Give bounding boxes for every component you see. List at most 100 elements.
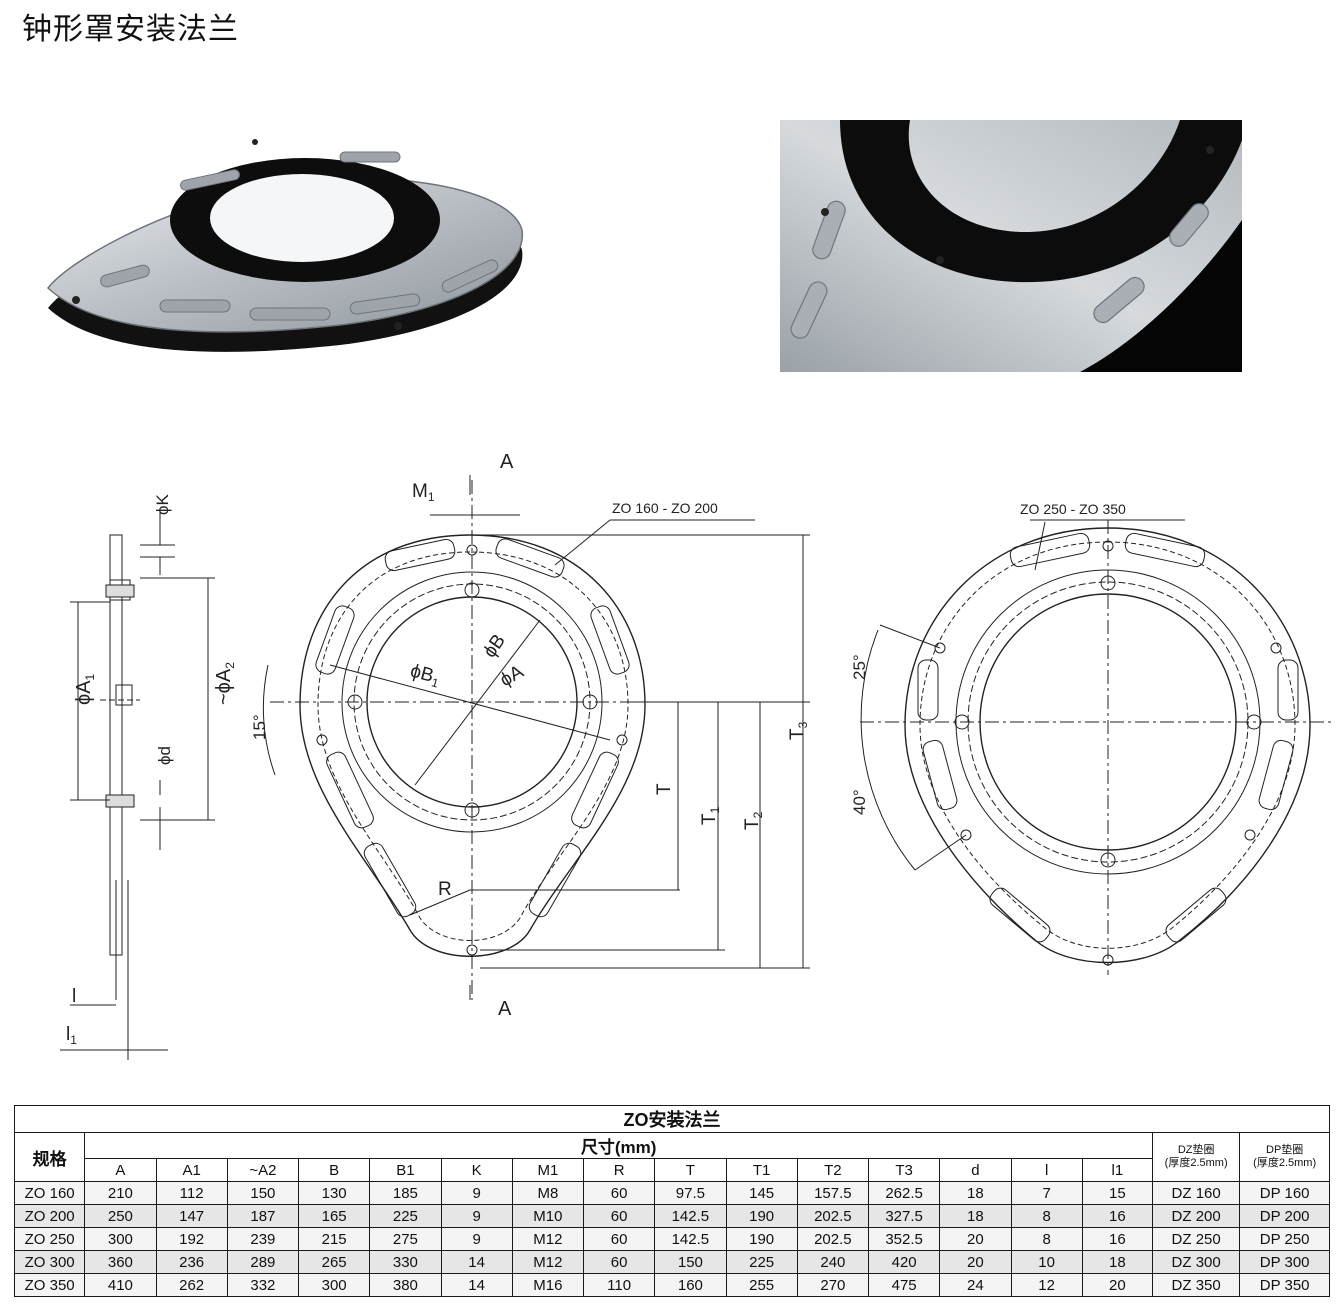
col-header: B bbox=[297, 1158, 371, 1182]
col-header: T bbox=[654, 1158, 727, 1182]
label-l: l bbox=[72, 986, 76, 1007]
table-cell: 20 bbox=[939, 1227, 1012, 1251]
spec-cell: ZO 250 bbox=[13, 1227, 86, 1251]
table-cell: 142.5 bbox=[654, 1227, 727, 1251]
label-section-a-top: A bbox=[500, 451, 514, 473]
table-cell: 9 bbox=[440, 1227, 513, 1251]
label-d: ϕd bbox=[155, 746, 174, 765]
table-cell: 190 bbox=[725, 1204, 798, 1228]
table-cell: 60 bbox=[582, 1204, 656, 1228]
col-header: K bbox=[440, 1158, 513, 1182]
table-cell: 97.5 bbox=[654, 1181, 727, 1205]
col-header: d bbox=[939, 1158, 1012, 1182]
label-t: T bbox=[654, 783, 675, 795]
col-header: T3 bbox=[867, 1158, 941, 1182]
table-cell: 380 bbox=[369, 1273, 442, 1297]
col-header: T1 bbox=[725, 1158, 798, 1182]
table-cell: 24 bbox=[939, 1273, 1012, 1297]
table-cell: 14 bbox=[440, 1273, 513, 1297]
table-cell: M12 bbox=[511, 1227, 585, 1251]
col-header: l bbox=[1010, 1158, 1083, 1182]
table-cell: 475 bbox=[867, 1273, 941, 1297]
table-cell: 352.5 bbox=[867, 1227, 941, 1251]
table-cell: 236 bbox=[155, 1250, 228, 1274]
table-cell: 20 bbox=[939, 1250, 1012, 1274]
technical-drawing: ZO 160 - ZO 200 ZO 250 - ZO 350 A A M1 ϕ… bbox=[60, 451, 1335, 1060]
table-cell: 202.5 bbox=[796, 1227, 870, 1251]
spec-cell: ZO 200 bbox=[13, 1204, 86, 1228]
table-cell: 327.5 bbox=[867, 1204, 941, 1228]
label-25: 25° bbox=[850, 654, 869, 680]
table-cell: M10 bbox=[511, 1204, 585, 1228]
table-cell: 250 bbox=[84, 1204, 157, 1228]
table-cell: 16 bbox=[1081, 1227, 1154, 1251]
col-header: M1 bbox=[511, 1158, 585, 1182]
label-r: R bbox=[438, 879, 452, 900]
table-cell: 165 bbox=[297, 1204, 371, 1228]
table-cell: M8 bbox=[511, 1181, 585, 1205]
label-15: 15° bbox=[250, 714, 269, 740]
side-section-view bbox=[60, 510, 215, 1060]
table-cell: M16 bbox=[511, 1273, 585, 1297]
label-a1: ϕA1 bbox=[73, 673, 97, 705]
dz-gasket-header: DZ垫圈 (厚度2.5mm) bbox=[1151, 1132, 1241, 1182]
label-t3: T3 bbox=[787, 721, 810, 740]
table-cell: 275 bbox=[369, 1227, 442, 1251]
table-cell: 7 bbox=[1010, 1181, 1083, 1205]
table-cell: 18 bbox=[939, 1204, 1012, 1228]
dimension-header: 尺寸(mm) bbox=[84, 1132, 1153, 1159]
table-cell: 18 bbox=[1081, 1250, 1154, 1274]
table-cell: 239 bbox=[226, 1227, 300, 1251]
col-header: A bbox=[84, 1158, 157, 1182]
table-cell: 110 bbox=[582, 1273, 656, 1297]
table-cell: 185 bbox=[369, 1181, 442, 1205]
table-cell: DP 350 bbox=[1239, 1273, 1330, 1297]
label-a2: ~ϕA2 bbox=[213, 662, 237, 705]
table-cell: 215 bbox=[297, 1227, 371, 1251]
table-cell: 262 bbox=[155, 1273, 228, 1297]
table-cell: 10 bbox=[1010, 1250, 1083, 1274]
table-cell: 142.5 bbox=[654, 1204, 727, 1228]
col-header: A1 bbox=[155, 1158, 228, 1182]
table-cell: DZ 160 bbox=[1151, 1181, 1241, 1205]
table-caption: ZO安装法兰 bbox=[14, 1105, 1330, 1133]
spec-cell: ZO 300 bbox=[13, 1250, 86, 1274]
table-cell: 60 bbox=[582, 1227, 656, 1251]
column-header-row: A A1 ~A2 B B1 K M1 R T T1 T2 T3 d l l1 bbox=[15, 1158, 1330, 1182]
table-cell: 16 bbox=[1081, 1204, 1154, 1228]
table-cell: DP 160 bbox=[1239, 1181, 1330, 1205]
spec-cell: ZO 350 bbox=[13, 1273, 86, 1297]
table-cell: 8 bbox=[1010, 1204, 1083, 1228]
table-cell: 8 bbox=[1010, 1227, 1083, 1251]
col-header: R bbox=[582, 1158, 656, 1182]
label-b1: ϕB1 bbox=[407, 660, 442, 690]
label-k: ϕK bbox=[153, 493, 172, 515]
table-cell: 289 bbox=[226, 1250, 300, 1274]
spec-table: ZO安装法兰 规格 尺寸(mm) DZ垫圈 (厚度2.5mm) DP垫圈 (厚度… bbox=[13, 1105, 1330, 1297]
table-cell: 410 bbox=[84, 1273, 157, 1297]
table-cell: 145 bbox=[725, 1181, 798, 1205]
spec-cell: ZO 160 bbox=[13, 1181, 86, 1205]
table-cell: DZ 350 bbox=[1151, 1273, 1241, 1297]
label-t2: T2 bbox=[742, 811, 765, 830]
col-header: T2 bbox=[796, 1158, 870, 1182]
spec-header: 规格 bbox=[13, 1132, 86, 1182]
table-cell: 9 bbox=[440, 1181, 513, 1205]
table-cell: DP 300 bbox=[1239, 1250, 1330, 1274]
table-cell: DP 250 bbox=[1239, 1227, 1330, 1251]
table-cell: 262.5 bbox=[867, 1181, 941, 1205]
label-zo-large: ZO 250 - ZO 350 bbox=[1020, 501, 1126, 517]
label-b: ϕB bbox=[479, 631, 510, 662]
table-cell: 225 bbox=[725, 1250, 798, 1274]
table-cell: 192 bbox=[155, 1227, 228, 1251]
table-cell: 160 bbox=[654, 1273, 727, 1297]
table-cell: 255 bbox=[725, 1273, 798, 1297]
table-cell: 270 bbox=[796, 1273, 870, 1297]
table-cell: 15 bbox=[1081, 1181, 1154, 1205]
table-cell: 18 bbox=[939, 1181, 1012, 1205]
table-cell: 240 bbox=[796, 1250, 870, 1274]
table-cell: 210 bbox=[84, 1181, 157, 1205]
